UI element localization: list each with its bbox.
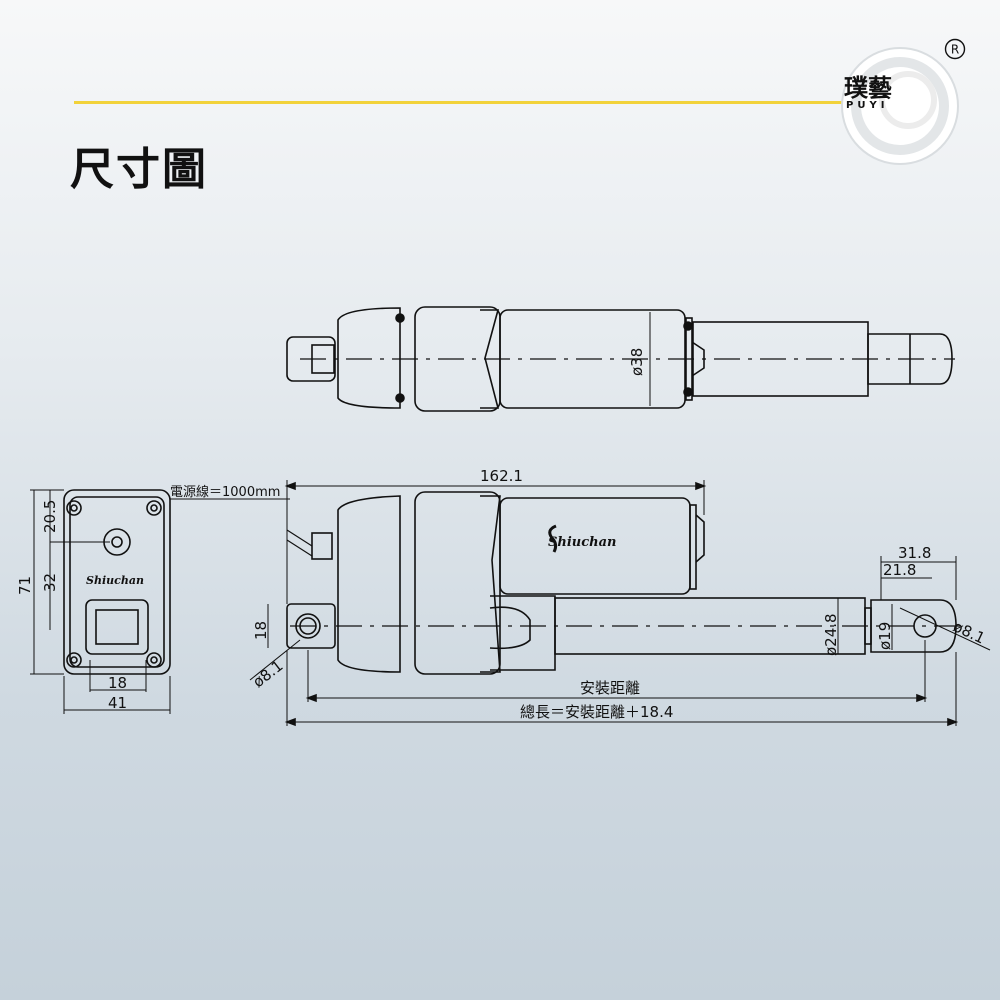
- logo-english-text: PUYI: [846, 100, 889, 111]
- dim-total-length: 總長＝安裝距離＋18.4: [520, 703, 673, 721]
- brand-on-body: Shiuchan: [548, 535, 616, 550]
- page-title: 尺寸圖: [70, 144, 208, 195]
- dim-eye-19: ø19: [876, 622, 894, 650]
- side-view: Shiuchan 162.1 電源線＝1000mm 18 ø8.1 31.8 2…: [170, 467, 991, 727]
- dim-rod-21-8: 21.8: [883, 561, 916, 579]
- top-view: ø38: [286, 306, 955, 412]
- logo-ring-icon: [841, 47, 959, 165]
- dim-rod-diameter: ø24.8: [822, 613, 840, 656]
- dim-width-41: 41: [108, 694, 127, 712]
- dim-cable-length: 電源線＝1000mm: [170, 484, 280, 500]
- dim-20-5: 20.5: [41, 500, 59, 533]
- header-divider: [74, 101, 894, 104]
- dim-height-71: 71: [16, 576, 34, 595]
- dim-rear-18: 18: [252, 621, 270, 640]
- logo-chinese-text: 璞藝: [844, 73, 892, 102]
- brand-swirl-icon: [548, 524, 558, 553]
- dim-hole-rear: ø8.1: [249, 657, 286, 692]
- dim-hole-front: ø8.1: [950, 617, 988, 647]
- dim-length-162: 162.1: [480, 467, 523, 485]
- dim-width-18: 18: [108, 674, 127, 692]
- dim-rod-31-8: 31.8: [898, 544, 931, 562]
- svg-text:R: R: [951, 43, 959, 57]
- dim-install-distance: 安裝距離: [580, 679, 640, 697]
- dim-32: 32: [41, 573, 59, 592]
- dim-diameter-38: ø38: [628, 348, 646, 376]
- registered-mark-icon: R: [944, 38, 966, 60]
- end-view-brand: Shiuchan: [86, 574, 144, 587]
- end-view: Shiuchan 71 20.5 32 18 41: [16, 489, 171, 714]
